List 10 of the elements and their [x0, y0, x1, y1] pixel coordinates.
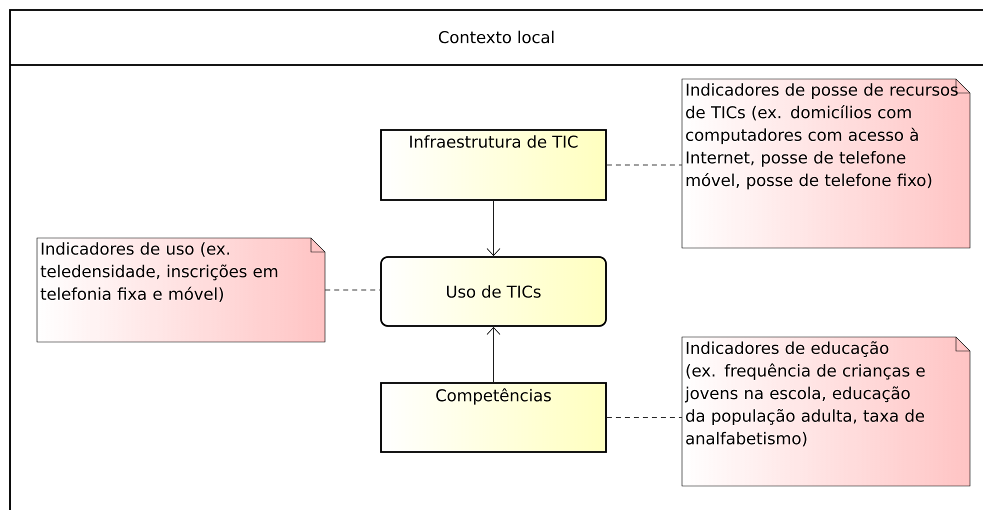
process-box: Infraestrutura de TIC: [380, 129, 607, 201]
dashed-connector: [606, 417, 682, 418]
arrow: [486, 326, 500, 382]
note-box: Indicadores de posse de recursos de TICs (ex. domicílios com computadores com acesso à Internet, posse de telefone móvel, posse de telefone fixo): [682, 78, 970, 248]
process-box: Competências: [380, 382, 607, 453]
note-box: Indicadores de educação (ex. frequência de crianças e jovens na escola, educação da população adulta, taxa de analfabetismo): [682, 336, 970, 486]
arrow: [486, 200, 500, 256]
note-box: Indicadores de uso (ex. teledensidade, inscrições em telefonia fixa e móvel): [36, 238, 326, 342]
rounded-box: Uso de TICs: [380, 256, 607, 327]
dashed-connector: [606, 164, 682, 166]
